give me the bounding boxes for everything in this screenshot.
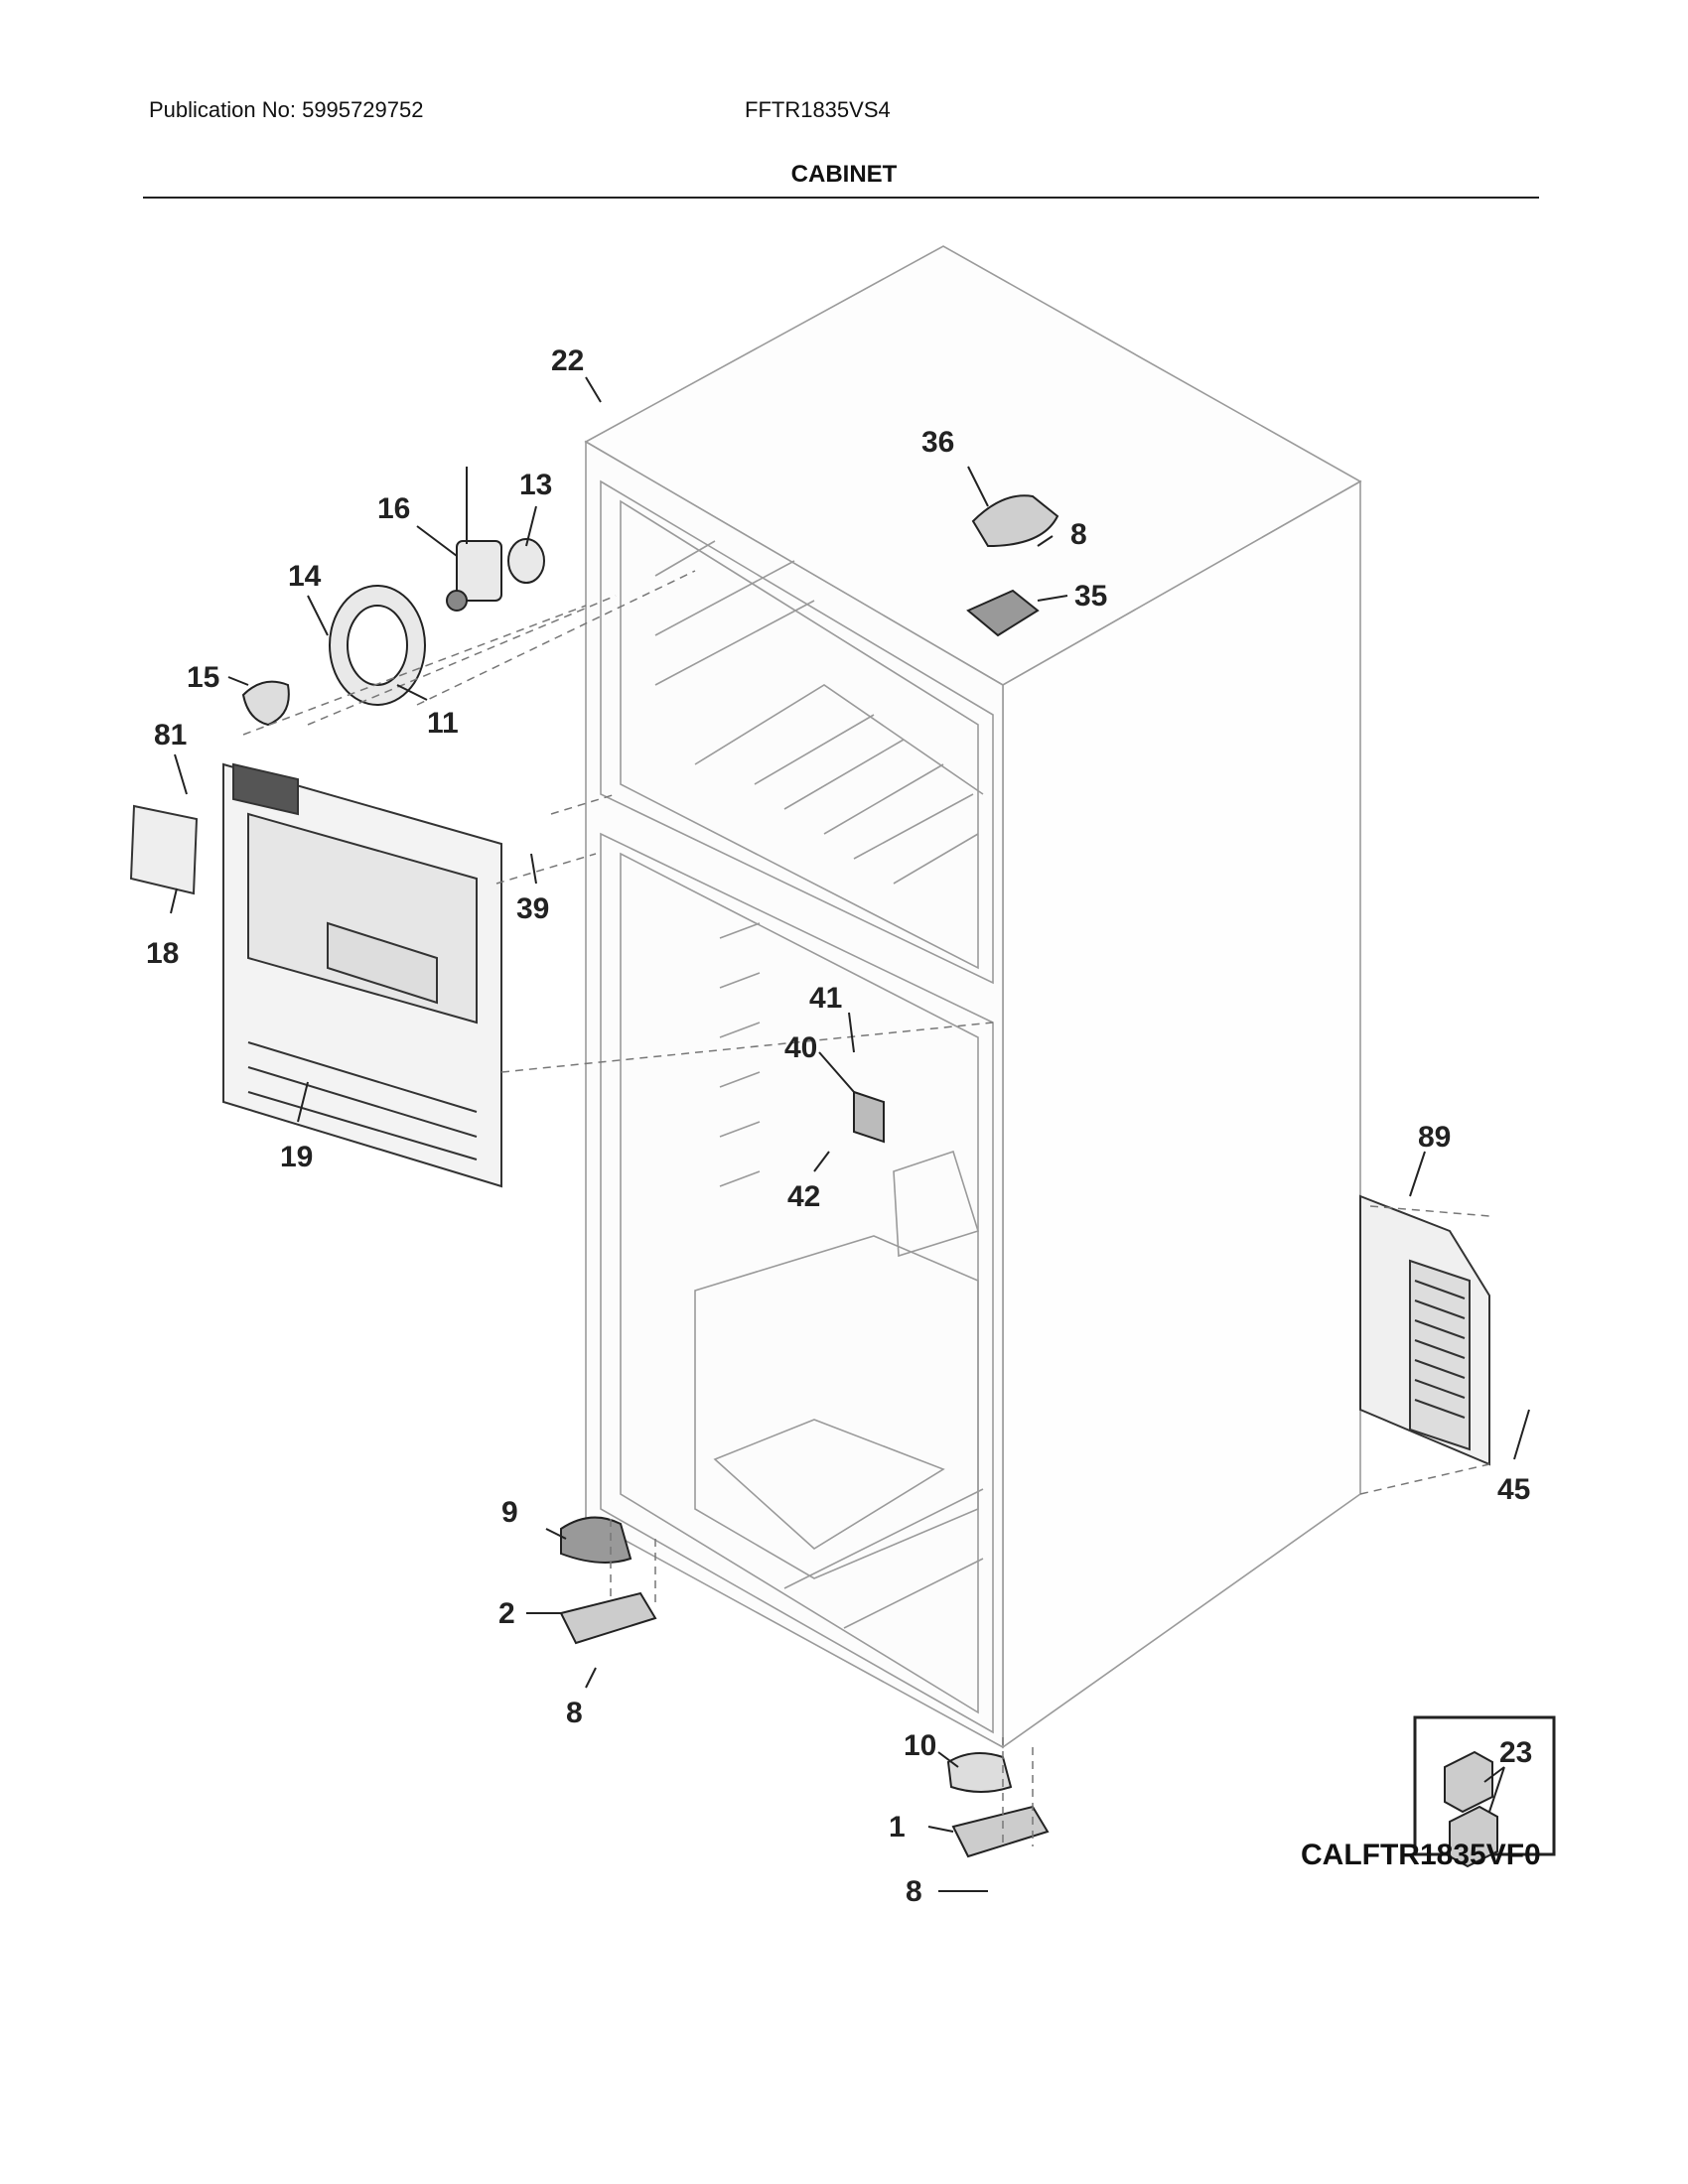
callout-label: 2	[498, 1597, 515, 1630]
callout-label: 8	[906, 1875, 922, 1908]
inset-box	[1413, 1715, 1556, 1868]
cabinet-body	[584, 245, 1362, 1749]
callout-label: 15	[187, 661, 219, 694]
callout-label: 23	[1499, 1736, 1532, 1769]
top-hinge	[966, 589, 1040, 637]
callout-label: 10	[904, 1729, 936, 1762]
callout-label: 9	[501, 1496, 518, 1529]
bottom-hinge-left	[559, 1591, 657, 1645]
section-title: CABINET	[790, 161, 898, 188]
callout-label: 39	[516, 892, 549, 925]
bottom-hinge-right	[951, 1805, 1050, 1858]
freezer-rear-panel	[222, 762, 502, 1188]
fan-assembly	[241, 467, 545, 727]
callout-label: 1	[889, 1811, 906, 1843]
callout-label: 14	[288, 560, 322, 593]
callout-label: 41	[809, 982, 842, 1015]
callout-label: 35	[1074, 580, 1107, 613]
callout-label: 16	[377, 492, 410, 525]
callout-label: 8	[1070, 518, 1087, 551]
callout-label: 11	[427, 707, 459, 740]
vent-cover	[129, 804, 199, 895]
callout-label: 40	[784, 1031, 817, 1064]
callout-label: 36	[921, 426, 954, 459]
callout-numbers: 22 36 8 35 13 16 14 15 11 81 18 39 19 41…	[146, 344, 1532, 1908]
header-divider	[143, 197, 1539, 199]
callout-label: 42	[787, 1180, 820, 1213]
publication-number: Publication No: 5995729752	[149, 97, 424, 122]
callout-label: 13	[519, 469, 552, 501]
callout-label: 18	[146, 937, 179, 970]
callout-label: 19	[280, 1141, 313, 1173]
diagram-code: CALFTR1835VF0	[1301, 1839, 1541, 1871]
callout-label: 45	[1497, 1473, 1530, 1506]
callout-label: 8	[566, 1697, 583, 1729]
model-number: FFTR1835VS4	[745, 97, 891, 122]
top-hinge-cover	[971, 494, 1059, 548]
bottom-hinge-cover-right	[946, 1752, 1013, 1793]
callout-leaders	[170, 376, 1530, 1892]
bottom-hinge-cover-left	[560, 1516, 633, 1564]
assembly-guides	[242, 570, 1490, 1846]
callout-label: 22	[551, 344, 584, 377]
rear-access-grille	[1359, 1194, 1490, 1466]
callout-label: 81	[154, 719, 187, 751]
callout-label: 89	[1418, 1121, 1451, 1154]
center-hinge	[853, 1090, 885, 1144]
